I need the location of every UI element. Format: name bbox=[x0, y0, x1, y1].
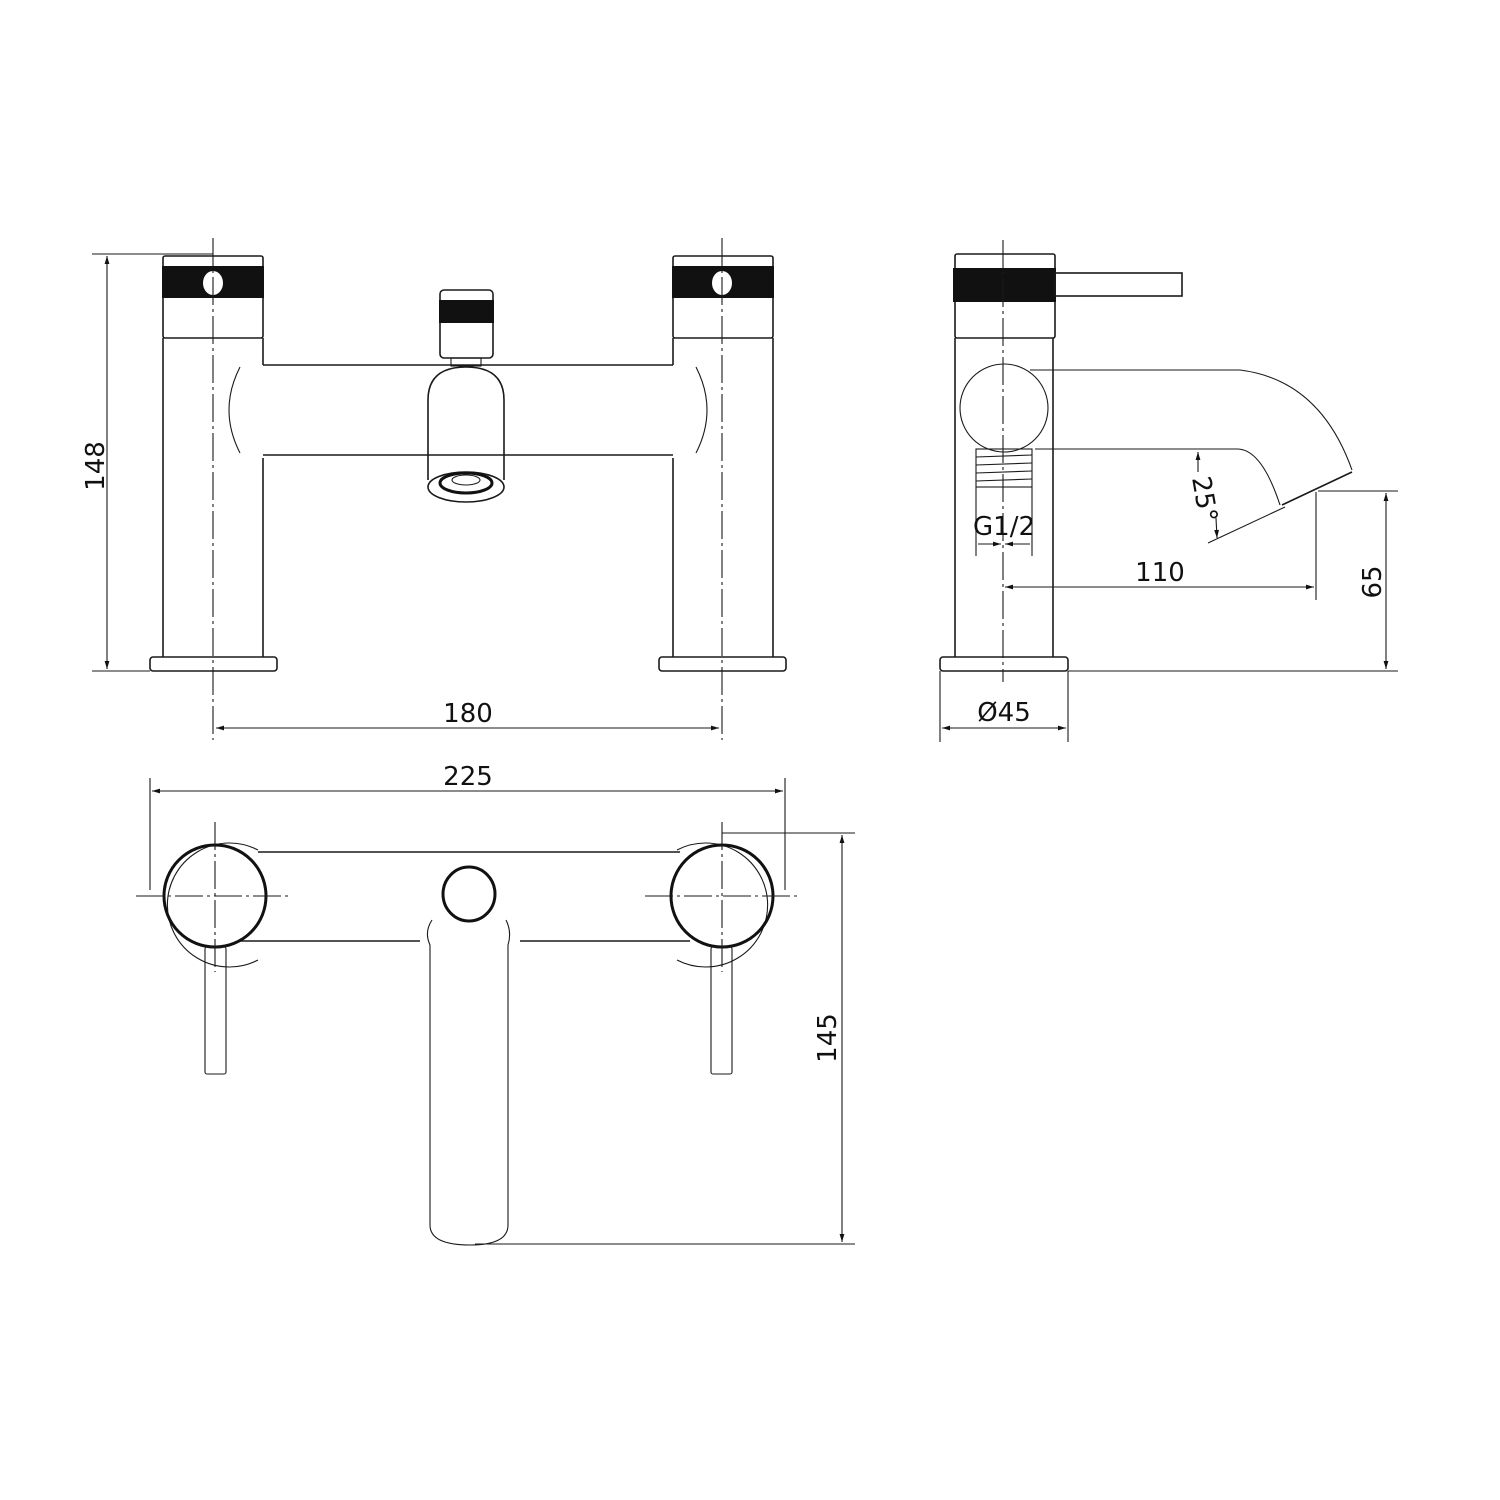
aerator bbox=[427, 471, 505, 503]
right-pillar bbox=[658, 238, 787, 740]
label-d45: Ø45 bbox=[977, 698, 1031, 728]
bridge-body bbox=[228, 364, 708, 456]
top-view: 225 145 bbox=[136, 762, 855, 1246]
dim-overall-height: 148 bbox=[81, 253, 213, 672]
spout-bottom-curve bbox=[1035, 448, 1281, 506]
dim-depth: 145 bbox=[475, 832, 855, 1245]
side-lever bbox=[1054, 272, 1183, 297]
label-145: 145 bbox=[813, 1013, 843, 1063]
diverter-knob bbox=[439, 289, 494, 367]
dim-centres: 180 bbox=[216, 699, 719, 731]
dim-spout-height: 65 bbox=[1068, 490, 1398, 672]
dim-spout-reach: 110 bbox=[1005, 492, 1317, 600]
spout-hub bbox=[959, 363, 1049, 453]
label-225: 225 bbox=[443, 762, 493, 792]
dim-base-diameter: Ø45 bbox=[939, 671, 1069, 742]
thread-connector: G1/2 bbox=[973, 448, 1035, 556]
spout-front bbox=[427, 366, 505, 503]
side-base-plate bbox=[939, 656, 1069, 672]
label-65: 65 bbox=[1358, 565, 1388, 598]
front-view: 148 180 bbox=[81, 238, 787, 740]
label-148: 148 bbox=[81, 441, 111, 491]
side-handle-band bbox=[953, 268, 1056, 302]
label-g12: G1/2 bbox=[973, 512, 1035, 542]
label-110: 110 bbox=[1135, 558, 1185, 588]
spout-top-curve bbox=[1030, 369, 1353, 471]
dim-spout-angle: 25° bbox=[1185, 452, 1286, 544]
diverter-top bbox=[441, 865, 497, 923]
spout-top bbox=[426, 919, 511, 1246]
label-180: 180 bbox=[443, 699, 493, 729]
label-25deg: 25° bbox=[1185, 474, 1223, 525]
left-pillar bbox=[149, 238, 278, 740]
side-view: G1/2 25° 110 65 Ø45 bbox=[939, 240, 1398, 742]
dim-overall-width: 225 bbox=[149, 762, 786, 890]
